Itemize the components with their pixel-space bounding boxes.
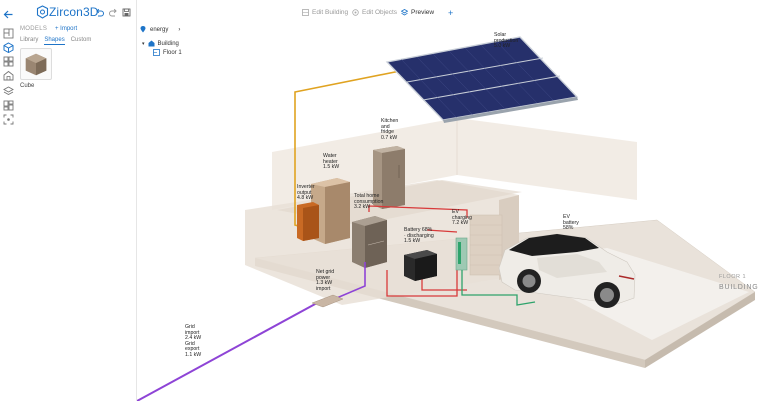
battery-power-line bbox=[368, 205, 468, 218]
callout-ev-battery: EV battery 58% bbox=[563, 214, 579, 232]
tab-custom[interactable]: Custom bbox=[70, 37, 92, 43]
save-icon[interactable] bbox=[122, 8, 131, 17]
home-tool-icon[interactable] bbox=[3, 70, 14, 81]
grid-feed-line bbox=[331, 262, 366, 301]
shape-label: Cube bbox=[20, 83, 35, 89]
models-tool-icon[interactable] bbox=[3, 42, 14, 53]
models-section-label: MODELS bbox=[20, 26, 48, 32]
import-label: Import bbox=[60, 26, 78, 32]
callout-kitchen: Kitchen and fridge 0.7 kW bbox=[381, 118, 399, 141]
plus-icon: + bbox=[448, 8, 454, 18]
chevron-right-icon: › bbox=[178, 26, 181, 33]
house-energy-model[interactable] bbox=[137, 0, 760, 401]
tab-shapes[interactable]: Shapes bbox=[44, 37, 65, 45]
ground-slab-side bbox=[645, 292, 755, 368]
layers-tool-icon[interactable] bbox=[3, 86, 14, 97]
objects-icon bbox=[352, 9, 359, 16]
ev-feed-line bbox=[426, 229, 458, 233]
import-button[interactable]: + Import bbox=[55, 26, 77, 32]
callout-solar: Solar production 5.0 kW bbox=[494, 32, 519, 50]
grid-tool-icon[interactable] bbox=[3, 56, 14, 67]
shape-tile-cube[interactable] bbox=[20, 48, 52, 80]
kitchen-fridge bbox=[373, 146, 405, 209]
solar-panel bbox=[385, 36, 579, 123]
building-label: BUILDING bbox=[719, 284, 759, 291]
app-title: Zircon3D bbox=[49, 5, 99, 19]
scene-viewport[interactable]: Solar production 5.0 kW Kitchen and frid… bbox=[137, 0, 760, 401]
tree-root-energy[interactable]: energy › bbox=[140, 26, 180, 33]
dashboard-tool-icon[interactable] bbox=[3, 100, 14, 111]
callout-total-home: Total home consumption 3.2 kW bbox=[354, 193, 384, 211]
building-icon bbox=[302, 9, 309, 16]
tab-library[interactable]: Library bbox=[20, 37, 39, 43]
undo-icon[interactable] bbox=[95, 8, 104, 17]
edit-building-button[interactable]: Edit Building bbox=[302, 9, 348, 16]
library-tabs: Library Shapes Custom bbox=[20, 37, 91, 45]
ev-charger bbox=[455, 237, 468, 271]
tree-item-building[interactable]: ▾ Building bbox=[142, 40, 179, 47]
edit-building-label: Edit Building bbox=[312, 9, 349, 16]
floor-label: FLOOR 1 bbox=[719, 274, 747, 280]
grid-power-line bbox=[137, 302, 318, 401]
callout-inverter: Inverter output 4.8 kW bbox=[297, 184, 315, 202]
focus-tool-icon[interactable] bbox=[3, 114, 14, 125]
callout-water-heater: Water heater 1.5 kW bbox=[323, 153, 340, 171]
chevron-down-icon: ▾ bbox=[142, 40, 145, 47]
redo-icon[interactable] bbox=[109, 8, 118, 17]
preview-label: Preview bbox=[411, 9, 435, 16]
home-icon bbox=[148, 40, 155, 47]
location-pin-icon bbox=[140, 26, 146, 33]
preview-button[interactable]: Preview bbox=[401, 9, 434, 16]
home-panel bbox=[352, 216, 387, 268]
tree-item-floor[interactable]: Floor 1 bbox=[153, 49, 182, 56]
floor-icon bbox=[153, 49, 160, 56]
back-arrow-icon[interactable] bbox=[3, 7, 14, 19]
cube-thumbnail-icon bbox=[25, 53, 47, 76]
grid-meter bbox=[311, 294, 344, 308]
inverter bbox=[297, 202, 319, 241]
plus-icon: + bbox=[55, 26, 61, 32]
logo-icon bbox=[36, 5, 49, 19]
floorplan-tool-icon[interactable] bbox=[3, 28, 14, 39]
edit-objects-label: Edit Objects bbox=[362, 9, 398, 16]
left-panel: Zircon3D MODELS + Import Library Shapes … bbox=[17, 0, 137, 401]
garage-door-slats bbox=[470, 224, 502, 266]
back-wall bbox=[272, 118, 637, 210]
battery-unit bbox=[404, 250, 437, 281]
ev-charge-line bbox=[461, 270, 536, 306]
layers-icon bbox=[401, 9, 408, 16]
edit-objects-button[interactable]: Edit Objects bbox=[352, 9, 397, 16]
tool-strip bbox=[0, 24, 17, 401]
callout-battery: Battery 68% · discharging 1.5 kW bbox=[404, 227, 434, 245]
callout-grid: Grid import 2.4 kW Grid export 1.1 kW bbox=[185, 324, 202, 358]
water-heater bbox=[311, 178, 350, 244]
callout-ev-charging: EV charging 7.2 kW bbox=[452, 209, 472, 227]
add-button[interactable]: + bbox=[448, 8, 453, 18]
callout-net-grid: Net grid power 1.3 kW import bbox=[316, 269, 335, 292]
electric-car bbox=[498, 233, 636, 308]
